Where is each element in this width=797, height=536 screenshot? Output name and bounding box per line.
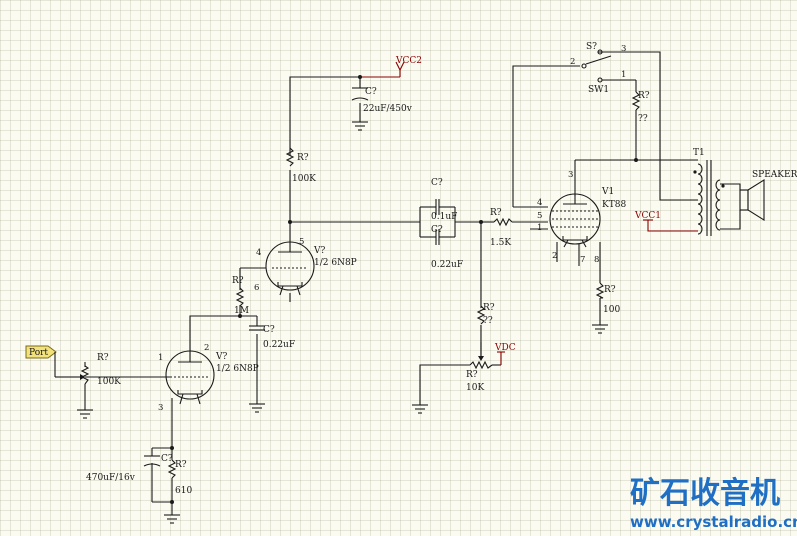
r-switch-value: ?? (638, 114, 648, 124)
switch-label: SW1 (588, 85, 609, 95)
input-tube-type: 1/2 6N8P (216, 364, 259, 374)
r-v1-cathode-value: 100 (603, 305, 620, 315)
junctions (170, 75, 638, 504)
c-coupling2-ref: C? (431, 225, 443, 235)
input-pin3: 3 (158, 403, 163, 413)
input-tube (165, 350, 215, 405)
r-v1-cathode-ref: R? (604, 285, 616, 295)
r-bias-value: 1M (234, 306, 249, 316)
c-coupling1-ref: C? (431, 178, 443, 188)
r-bias-ref: R? (232, 276, 244, 286)
pot-value: 10K (466, 383, 484, 393)
c1-value: 22uF/450v (363, 104, 413, 114)
c-cathode-ref: C? (161, 454, 173, 464)
r-plate-ref: R? (297, 153, 309, 163)
c-low-ref: C? (263, 325, 275, 335)
vdc-label: VDC (494, 343, 516, 353)
driver-pin4: 4 (256, 248, 261, 258)
switch-pin1: 1 (621, 70, 626, 80)
r-cathode-value: 610 (175, 486, 192, 496)
driver-tube-type: 1/2 6N8P (314, 258, 357, 268)
c-coupling2-value: 0.22uF (431, 260, 463, 270)
transformer-label: T1 (693, 148, 705, 158)
output-transformer (693, 160, 725, 236)
v1-pin5: 5 (537, 211, 542, 221)
r-grid-ref: R? (490, 208, 502, 218)
switch-sw1 (581, 49, 612, 83)
r-leak-value: ?? (483, 316, 493, 326)
driver-pin5: 5 (299, 237, 304, 247)
v1-pin3: 3 (568, 170, 573, 180)
input-pin1: 1 (158, 353, 163, 363)
c-cathode-value: 470uF/16v (86, 473, 136, 483)
c-coupling1-value: 0.1uF (431, 212, 457, 222)
r-input-value: 100K (97, 377, 121, 387)
r-grid-value: 1.5K (490, 238, 511, 248)
port-connector (25, 345, 57, 377)
c-low-value: 0.22uF (263, 340, 295, 350)
switch-pin2: 2 (570, 57, 575, 67)
v1-pin8: 8 (594, 255, 599, 265)
v1-pin4: 4 (537, 198, 542, 208)
v1-pin1: 1 (537, 223, 542, 233)
v1-type: KT88 (602, 200, 626, 210)
labels: VCC2 C? 22uF/450v R? 100K C? 0.1uF C? 0.… (29, 42, 797, 496)
speaker-icon (739, 179, 765, 221)
output-tube-kt88 (549, 193, 601, 248)
c1-ref: C? (365, 87, 377, 97)
watermark-brand: 矿石收音机 (630, 476, 780, 511)
watermark-url: www.crystalradio.cn (630, 513, 797, 531)
r-switch-ref: R? (638, 91, 650, 101)
wires (55, 51, 741, 515)
switch-pin3: 3 (621, 44, 626, 54)
v1-pin2: 2 (552, 251, 557, 261)
input-tube-ref: V? (215, 352, 227, 362)
input-pin2: 2 (204, 343, 209, 353)
watermark: 矿石收音机 www.crystalradio.cn (630, 476, 797, 531)
r-cathode-ref: R? (175, 460, 187, 470)
v1-ref: V1 (601, 187, 614, 197)
grounds (77, 121, 608, 524)
capacitors (143, 87, 440, 467)
switch-ref: S? (586, 42, 597, 52)
port-label: Port (29, 348, 48, 358)
vcc2-label: VCC2 (395, 56, 422, 66)
pot-ref: R? (466, 370, 478, 380)
r-input-ref: R? (97, 353, 109, 363)
speaker-label: SPEAKER (752, 170, 797, 180)
driver-pin6: 6 (254, 283, 259, 293)
resistors (80, 91, 641, 479)
driver-tube-ref: V? (313, 246, 325, 256)
v1-pin7: 7 (580, 255, 585, 265)
r-plate-value: 100K (292, 174, 316, 184)
vcc1-label: VCC1 (634, 211, 661, 221)
r-leak-ref: R? (483, 303, 495, 313)
driver-tube (265, 236, 315, 296)
potentiometer-arrows (65, 342, 484, 380)
